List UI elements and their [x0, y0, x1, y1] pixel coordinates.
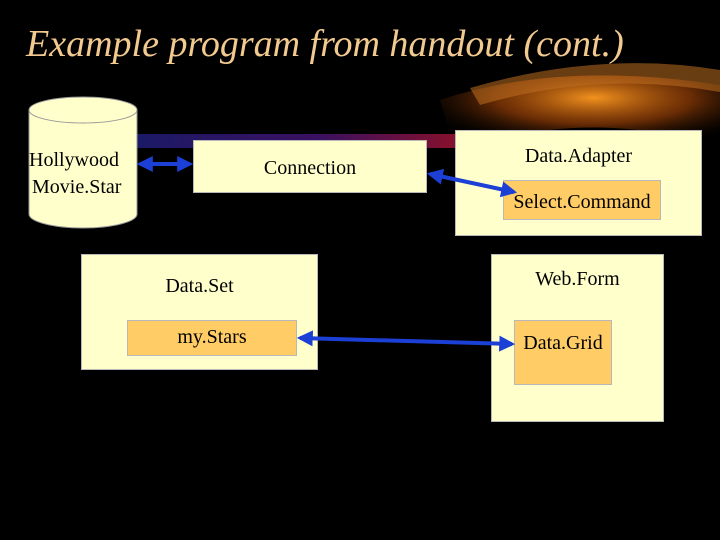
database-cylinder-icon: [28, 96, 138, 229]
data-adapter-label: Data.Adapter: [524, 145, 633, 167]
data-grid-label: Data.Grid: [523, 332, 603, 354]
my-stars-table-box: [127, 320, 297, 356]
slide-title: Example program from handout (cont.): [26, 23, 624, 65]
data-set-label: Data.Set: [165, 275, 234, 297]
data-grid-box: [514, 320, 612, 385]
my-stars-label: my.Stars: [177, 326, 247, 348]
web-form-label: Web.Form: [535, 268, 620, 290]
connection-label: Connection: [263, 157, 357, 179]
select-command-label: Select.Command: [513, 191, 651, 213]
connection-box: [193, 140, 427, 193]
select-command-box: [503, 180, 661, 220]
database-label-line1: Hollywood: [29, 149, 119, 171]
database-label-line2: Movie.Star: [32, 176, 122, 198]
